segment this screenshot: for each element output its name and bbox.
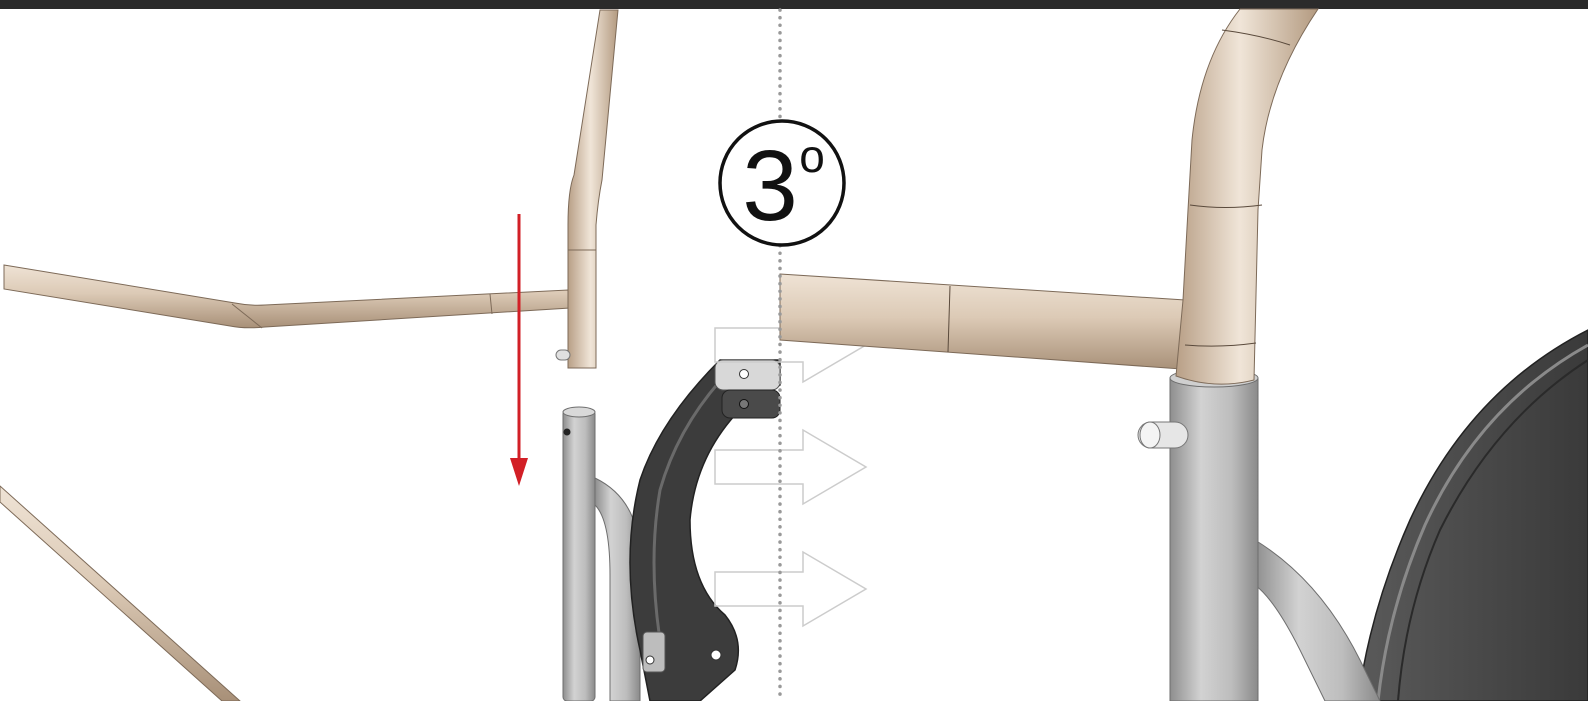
frame-vertical-post-zoomed: [1175, 8, 1319, 385]
top-border-bar: [0, 0, 1588, 9]
step-badge: 3 o: [718, 119, 846, 247]
receiver-curved-tube: [594, 477, 641, 701]
support-diagonal-tube: [1254, 539, 1381, 701]
receiver-post: [562, 409, 596, 701]
right-arrow-icon: [714, 550, 868, 628]
step-superscript: o: [799, 130, 825, 182]
lower-diagonal-tube: [0, 485, 241, 701]
right-panel: [779, 8, 1588, 701]
right-arrow-icon: [714, 428, 868, 506]
step-number: 3: [742, 130, 798, 242]
bracket-plate-lower: [721, 389, 781, 419]
left-panel: [0, 9, 868, 701]
dark-bracket: [629, 359, 781, 701]
wheel-disc: [1357, 329, 1588, 701]
frame-peg: [555, 349, 571, 361]
frame-peg: [1137, 421, 1189, 449]
frame-vertical-post: [567, 9, 619, 369]
frame-horizontal-tube: [3, 264, 571, 329]
down-arrow-icon: [510, 214, 528, 486]
